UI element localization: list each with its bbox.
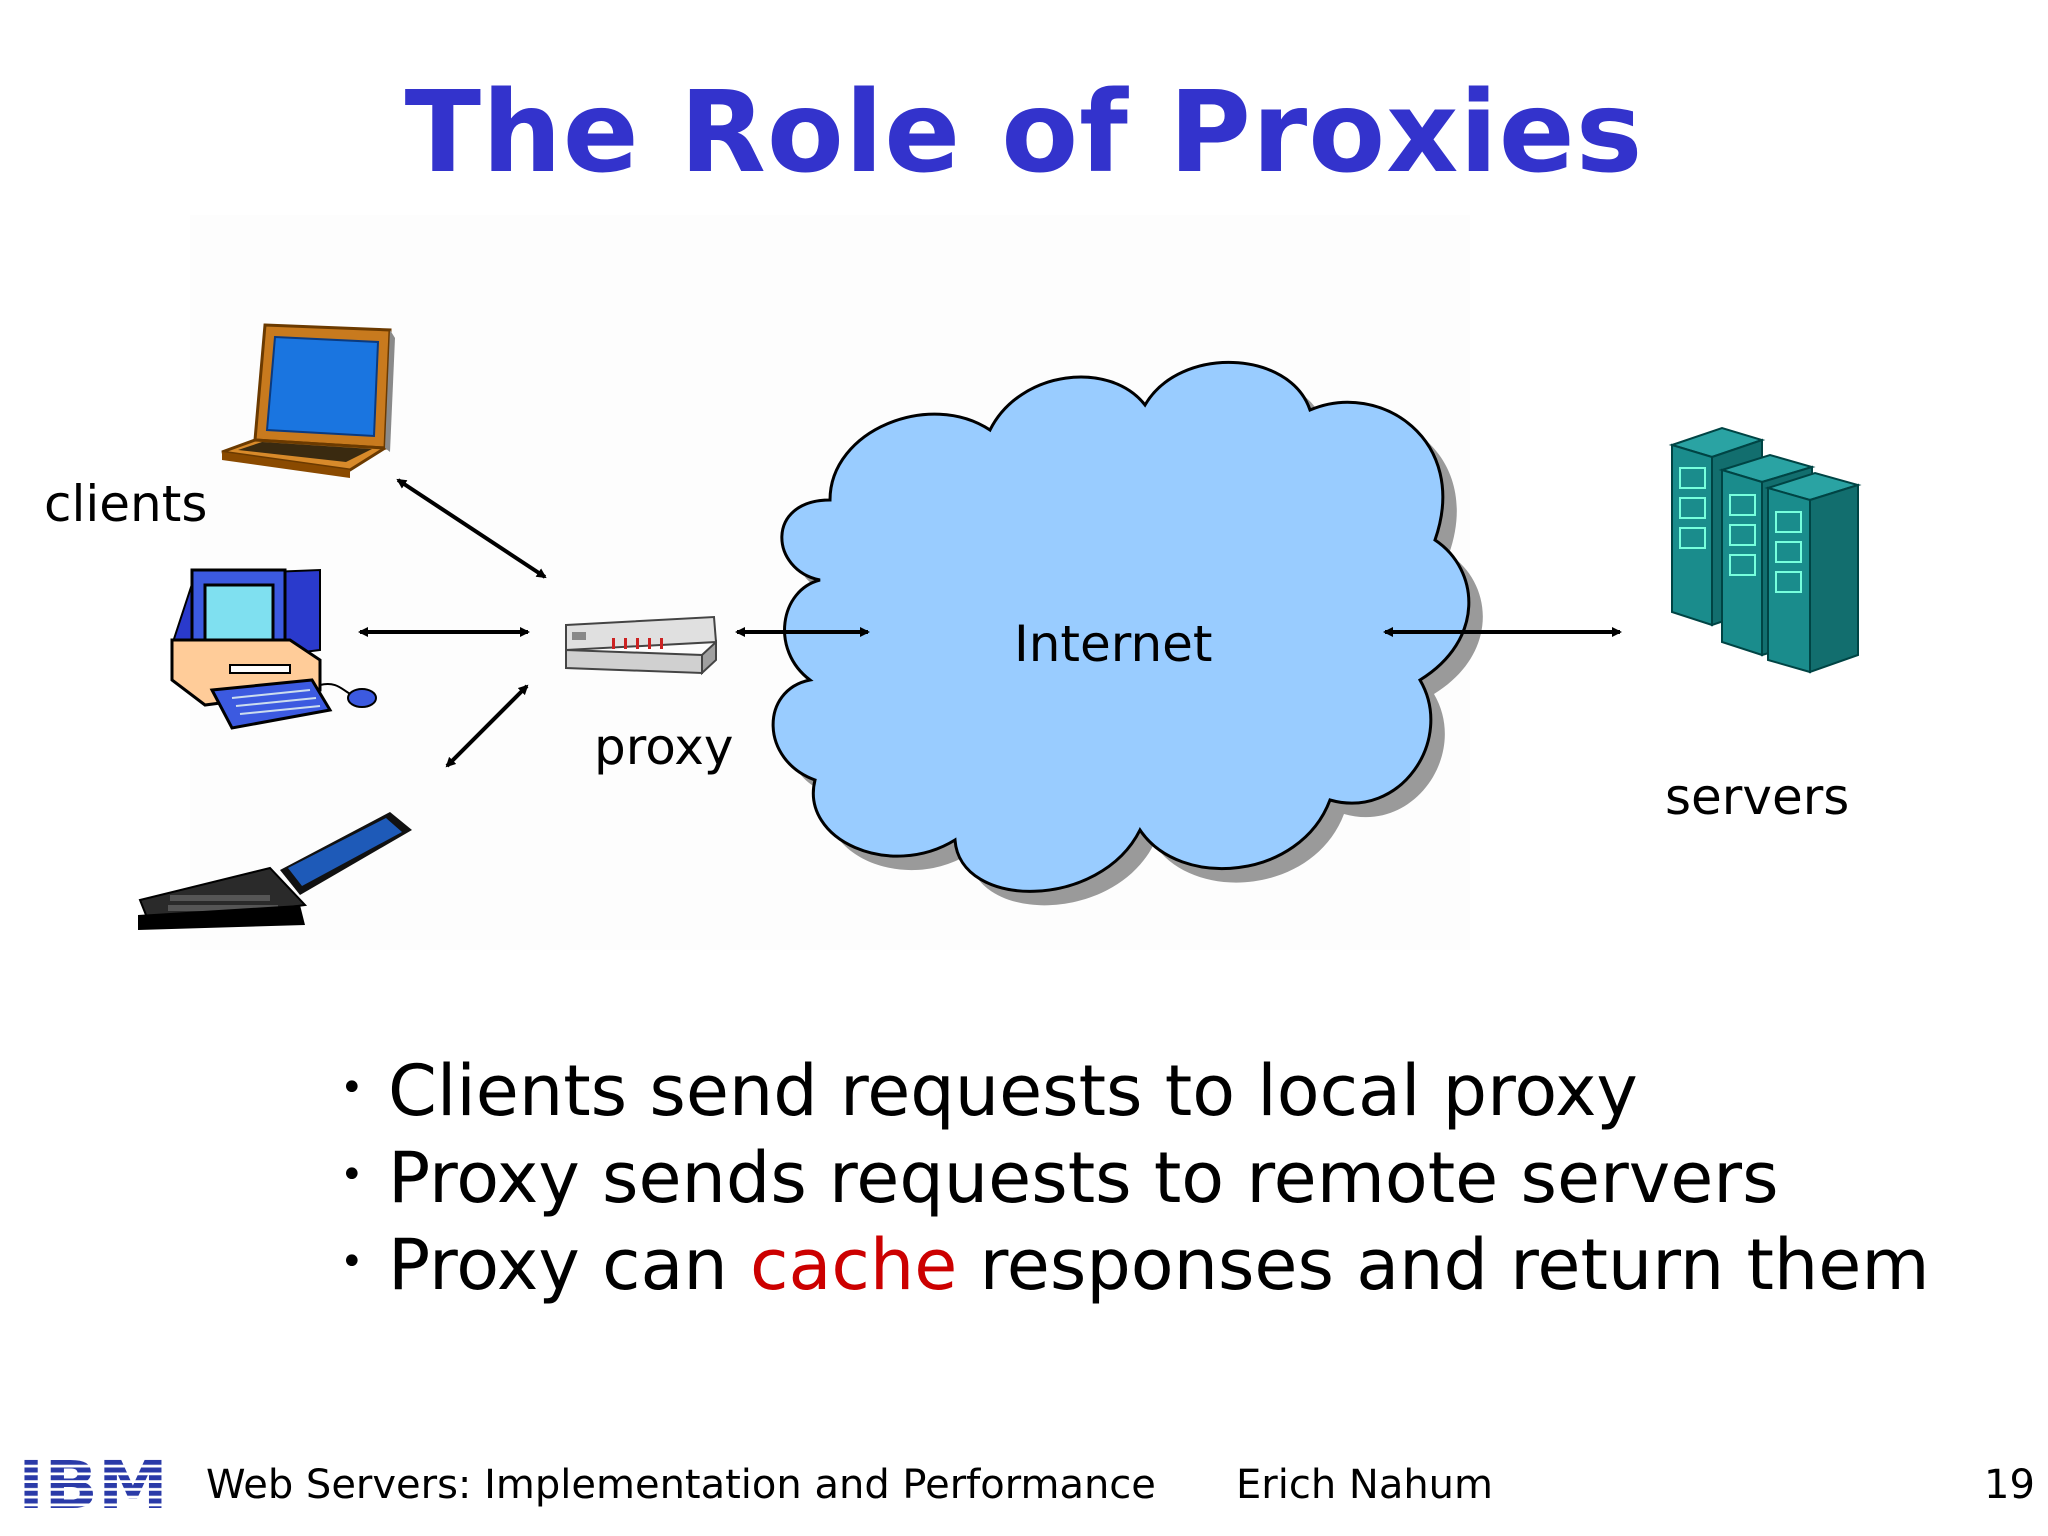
bullet-item: •Proxy can cache responses and return th…: [340, 1224, 1940, 1311]
clients-label: clients: [44, 475, 208, 533]
arrow-notebook-proxy: [445, 684, 529, 768]
bullet-item: •Proxy sends requests to remote servers: [340, 1137, 1940, 1224]
bullet-icon: •: [340, 1064, 364, 1111]
notebook-icon: [138, 812, 412, 930]
page-number: 19: [1984, 1462, 2035, 1508]
internet-cloud: [771, 361, 1471, 893]
slide-title: The Role of Proxies: [404, 68, 1644, 198]
arrow-laptop-proxy: [396, 478, 547, 579]
desktop-computer-icon: [170, 568, 377, 730]
ibm-logo: IBM: [18, 1452, 168, 1514]
server-rack-icon: [1668, 426, 1862, 674]
proxy-device-icon: [565, 615, 718, 676]
servers-label: servers: [1665, 768, 1850, 826]
laptop-icon: [221, 323, 395, 478]
bullet-item: •Clients send requests to local proxy: [340, 1050, 1940, 1137]
footer-course: Web Servers: Implementation and Performa…: [206, 1462, 1156, 1508]
bullet-list: •Clients send requests to local proxy •P…: [340, 1050, 1940, 1311]
bullet-icon: •: [340, 1238, 364, 1285]
proxy-label: proxy: [594, 718, 734, 776]
internet-label: Internet: [1014, 615, 1213, 673]
cache-highlight: cache: [750, 1223, 958, 1306]
bullet-icon: •: [340, 1151, 364, 1198]
footer-author: Erich Nahum: [1236, 1462, 1493, 1508]
